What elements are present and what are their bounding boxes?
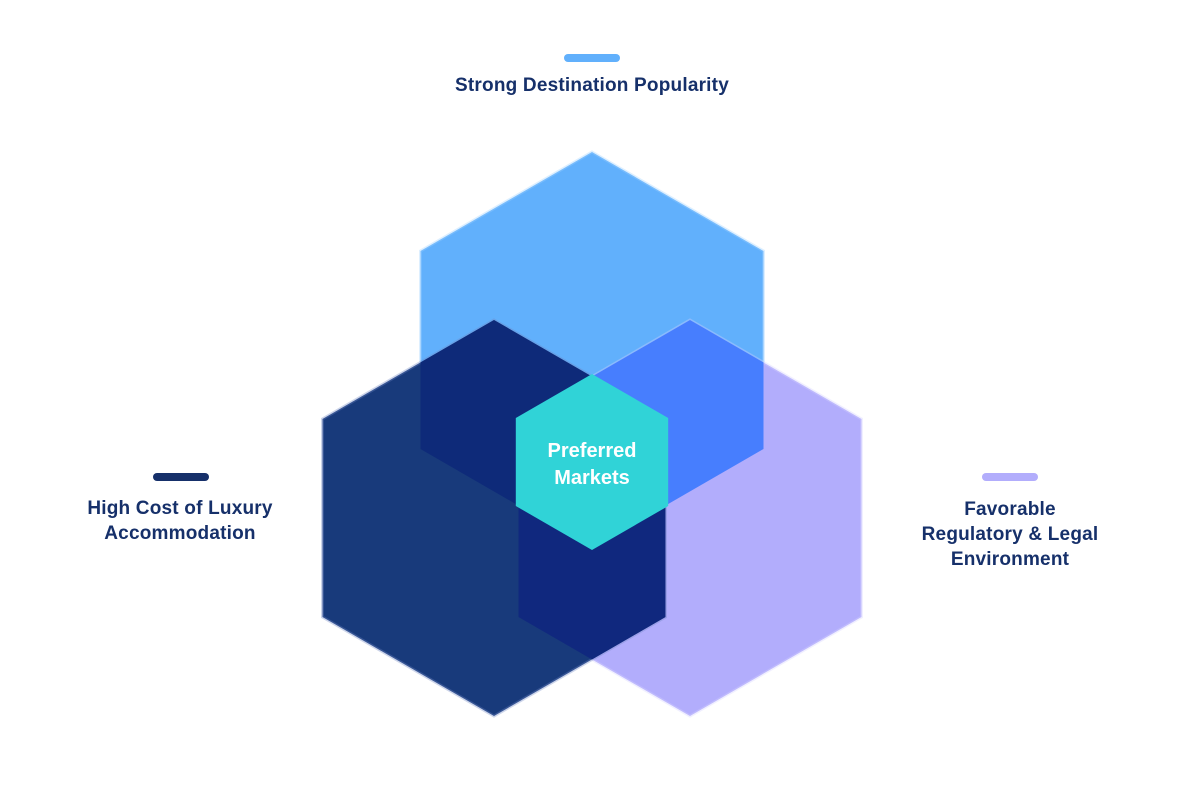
set-label-destination-popularity: Strong Destination Popularity: [392, 73, 792, 98]
set-label-line: High Cost of Luxury: [87, 498, 273, 519]
set-label-line: Favorable: [964, 499, 1056, 520]
set-label-line: Regulatory & Legal: [921, 524, 1099, 545]
legend-bar-destination-popularity: [564, 54, 620, 62]
set-label-luxury-cost: High Cost of Luxury Accommodation: [30, 496, 330, 546]
set-label-regulatory-environment: Favorable Regulatory & Legal Environment: [860, 497, 1160, 572]
set-label-line: Accommodation: [104, 523, 256, 544]
legend-bar-regulatory-environment: [982, 473, 1038, 481]
set-label-line: Environment: [950, 549, 1070, 570]
center-label-preferred-markets: Preferred Markets: [512, 438, 672, 492]
center-label-line: Preferred: [547, 440, 637, 462]
center-label-line: Markets: [554, 467, 630, 489]
set-label-line: Strong Destination Popularity: [455, 75, 729, 96]
legend-bar-luxury-cost: [153, 473, 209, 481]
hexagon-preferred-markets: [515, 374, 669, 550]
